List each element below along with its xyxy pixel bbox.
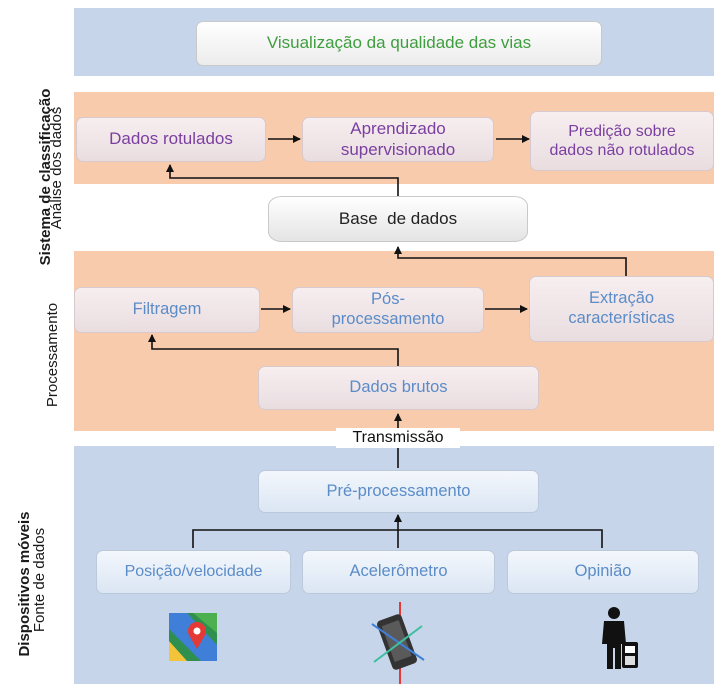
post-processing-line1: Pós- [371, 290, 405, 309]
source-accelerometer-label: Acelerômetro [349, 562, 448, 581]
transmission-label: Transmissão [336, 428, 460, 448]
feature-extraction-line1: Extração [588, 289, 655, 308]
processamento-text: Processamento [44, 302, 61, 408]
phone-sensor-icon [371, 602, 425, 684]
person-phone-icon [602, 607, 638, 669]
supervised-line1: Aprendizado [350, 119, 446, 139]
database-label: Base de dados [338, 208, 458, 228]
raw-data-box: Dados brutos [258, 366, 539, 410]
source-position-box: Posição/velocidade [96, 550, 291, 594]
prediction-box: Predição sobre dados não rotulados [530, 111, 714, 171]
source-accelerometer-box: Acelerômetro [302, 550, 495, 594]
arrow-extracao-to-db [394, 246, 627, 276]
feature-extraction-line2: características [568, 309, 675, 327]
arrow-raw-to-filtragem [148, 334, 399, 366]
source-opinion-box: Opinião [507, 550, 699, 594]
prediction-line2: dados não rotulados [549, 142, 695, 159]
fonte-text: Fonte de dados [31, 527, 48, 633]
raw-data-label: Dados brutos [349, 378, 448, 397]
preprocessing-label: Pré-processamento [326, 481, 471, 500]
preprocessing-box: Pré-processamento [258, 470, 539, 513]
filtering-label: Filtragem [132, 300, 202, 319]
supervised-line2: supervisionado [340, 139, 456, 159]
supervised-learning-box: Aprendizado supervisionado [302, 117, 494, 162]
map-pin-icon [169, 613, 217, 661]
post-processing-line2: processamento [331, 310, 445, 328]
source-position-label: Posição/velocidade [124, 563, 263, 581]
fonte-label: Fonte de dados [30, 515, 50, 645]
labeled-data-box: Dados rotulados [76, 117, 266, 162]
arrow-db-to-rotulados [166, 164, 399, 196]
analise-text: Análise dos dados [48, 106, 65, 230]
labeled-data-label: Dados rotulados [109, 129, 233, 149]
analise-label: Análise dos dados [47, 88, 67, 248]
database-box: Base de dados [268, 196, 528, 242]
feature-extraction-box: Extração características [529, 276, 714, 342]
processamento-label: Processamento [43, 295, 63, 415]
filtering-box: Filtragem [74, 287, 260, 333]
visualization-title: Visualização da qualidade das vias [266, 33, 532, 53]
post-processing-box: Pós- processamento [292, 287, 484, 333]
prediction-line1: Predição sobre [568, 122, 676, 140]
visualization-box: Visualização da qualidade das vias [196, 21, 602, 66]
source-opinion-label: Opinião [574, 562, 632, 581]
